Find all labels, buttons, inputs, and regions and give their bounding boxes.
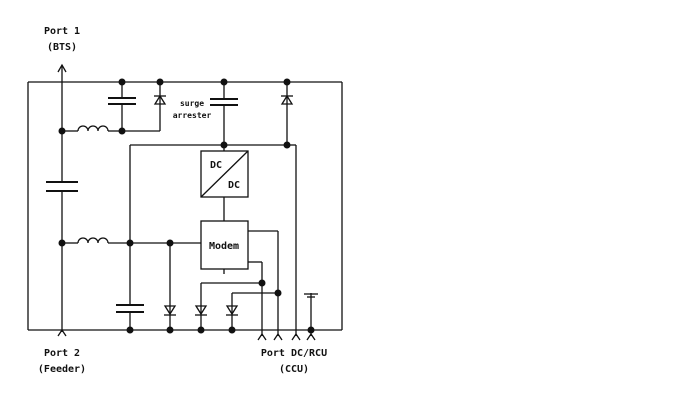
port2-label: Port 2 — [44, 348, 80, 359]
port-dcrcu-label: Port DC/RCU — [261, 348, 327, 359]
modem-label: Modem — [209, 241, 239, 252]
dcdc-top-label: DC — [210, 160, 222, 171]
protection-diode-2 — [194, 283, 208, 330]
port1-arrow-icon — [57, 63, 67, 73]
surge-arrester-label: surge — [180, 99, 204, 108]
port-arrow-icon-2 — [273, 332, 283, 341]
port-arrow-icon-4 — [306, 332, 316, 341]
surge-capacitor-1 — [108, 82, 160, 132]
surge-arrester-sublabel: arrester — [173, 111, 212, 120]
ccu-label: (CCU) — [279, 364, 309, 375]
surge-diode-1 — [153, 82, 167, 131]
port1-label: Port 1 — [44, 26, 80, 37]
dcdc-converter: DC DC — [200, 150, 249, 221]
port1-sublabel: (BTS) — [47, 42, 77, 53]
junction-dots — [58, 78, 315, 334]
port2-arrow-icon — [57, 328, 67, 337]
shunt-capacitor — [116, 304, 144, 330]
modem: Modem — [200, 220, 249, 270]
dcdc-bottom-label: DC — [228, 180, 240, 191]
port-arrow-icon-1 — [257, 332, 267, 341]
upper-inductor — [62, 125, 122, 132]
surge-diode-2 — [280, 82, 294, 145]
port2-sublabel: (Feeder) — [38, 364, 86, 375]
main-line — [46, 65, 78, 332]
protection-diode-3 — [225, 293, 239, 330]
protection-diode-1 — [163, 243, 177, 330]
inner-supply-line — [129, 144, 297, 336]
surge-capacitor-2 — [210, 82, 238, 145]
port-arrow-icon-3 — [291, 332, 301, 341]
modem-wiring — [201, 230, 279, 336]
